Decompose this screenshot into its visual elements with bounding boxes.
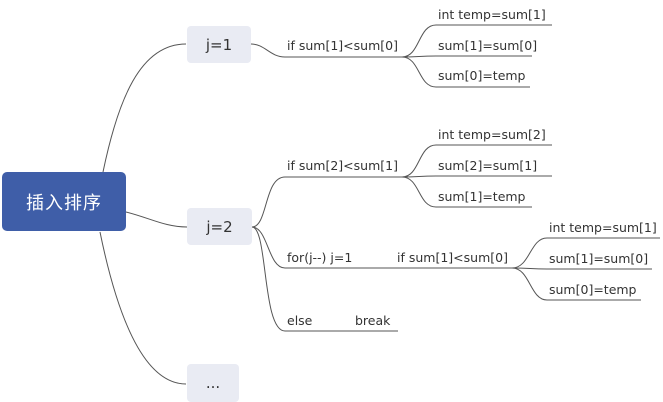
- link-loop-step1: [511, 237, 660, 269]
- link-j2-step2: [401, 175, 552, 178]
- j1-condition[interactable]: if sum[1]<sum[0]: [287, 38, 398, 53]
- link-j2-cond: [251, 176, 402, 228]
- link-j2-step3: [401, 176, 532, 208]
- node-j1[interactable]: j=1: [187, 26, 251, 63]
- node-j2[interactable]: j=2: [187, 208, 252, 245]
- j2-step-2[interactable]: sum[2]=sum[1]: [438, 158, 538, 173]
- loop-step-1[interactable]: int temp=sum[1]: [549, 220, 657, 235]
- j2-loop-label[interactable]: for(j--) j=1: [287, 250, 353, 265]
- link-j2-step1: [401, 144, 552, 178]
- loop-step-3[interactable]: sum[0]=temp: [549, 282, 637, 297]
- loop-condition[interactable]: if sum[1]<sum[0]: [397, 250, 508, 265]
- node-more[interactable]: ...: [187, 364, 239, 402]
- link-j1-step2: [401, 55, 532, 58]
- link-root-more: [99, 231, 187, 385]
- link-j2-loop: [251, 226, 512, 269]
- link-root-j1: [102, 43, 187, 173]
- loop-step-2[interactable]: sum[1]=sum[0]: [549, 251, 649, 266]
- root-node-insertion-sort[interactable]: 插入排序: [2, 172, 126, 231]
- j1-step-2[interactable]: sum[1]=sum[0]: [438, 38, 538, 53]
- j2-step-1[interactable]: int temp=sum[2]: [438, 127, 546, 142]
- j1-step-1[interactable]: int temp=sum[1]: [438, 7, 546, 22]
- j2-condition[interactable]: if sum[2]<sum[1]: [287, 158, 398, 173]
- link-j1-step1: [401, 24, 552, 58]
- else-action[interactable]: break: [355, 313, 391, 328]
- link-loop-step2: [511, 267, 652, 270]
- j2-step-3[interactable]: sum[1]=temp: [438, 189, 526, 204]
- else-label[interactable]: else: [287, 313, 313, 328]
- j1-step-3[interactable]: sum[0]=temp: [438, 68, 526, 83]
- link-loop-step3: [511, 267, 641, 301]
- link-root-j2: [125, 211, 188, 228]
- link-j2-else: [251, 226, 398, 332]
- link-j1-cond: [250, 43, 402, 58]
- link-j1-step3: [401, 56, 530, 88]
